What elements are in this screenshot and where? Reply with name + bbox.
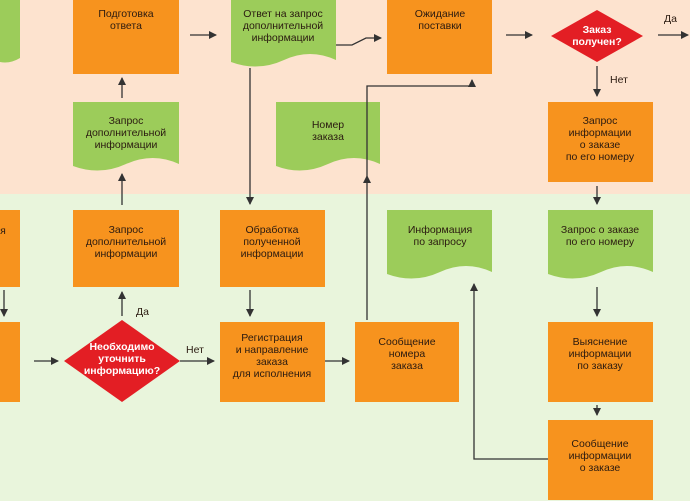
label-yes-top: Да — [664, 13, 677, 25]
label-no-top: Нет — [610, 74, 628, 86]
label-yes-mid: Да — [136, 306, 149, 318]
arrows — [0, 31, 689, 460]
arrow-answer-to-wait — [336, 34, 382, 46]
node-request-order-info — [548, 102, 653, 182]
node-order-number-msg — [355, 322, 459, 402]
label-left-partial-top: я — [0, 225, 6, 237]
node-order-number — [276, 102, 380, 171]
node-answer-request — [231, 0, 336, 67]
label-no-mid: Нет — [186, 344, 204, 356]
node-order-received — [551, 10, 643, 62]
node-order-query — [548, 210, 653, 279]
node-wait-delivery — [387, 0, 492, 74]
node-info-on-request — [387, 210, 492, 279]
node-register-direct — [220, 322, 325, 402]
arrow-info-msg-to-info-request — [470, 283, 548, 460]
node-prep-answer — [73, 0, 179, 74]
node-process-received — [220, 210, 325, 287]
node-clarify-order — [548, 322, 653, 402]
node-need-clarify — [64, 320, 180, 402]
left-partial-box-mid — [0, 210, 20, 287]
node-request-extra-doc — [73, 102, 179, 171]
left-partial-doc-top — [0, 0, 20, 63]
arrow-order-number-to-wait — [366, 79, 476, 176]
node-request-extra-proc — [73, 210, 179, 287]
left-partial-box-bottom — [0, 322, 20, 402]
node-order-info-msg — [548, 420, 653, 500]
